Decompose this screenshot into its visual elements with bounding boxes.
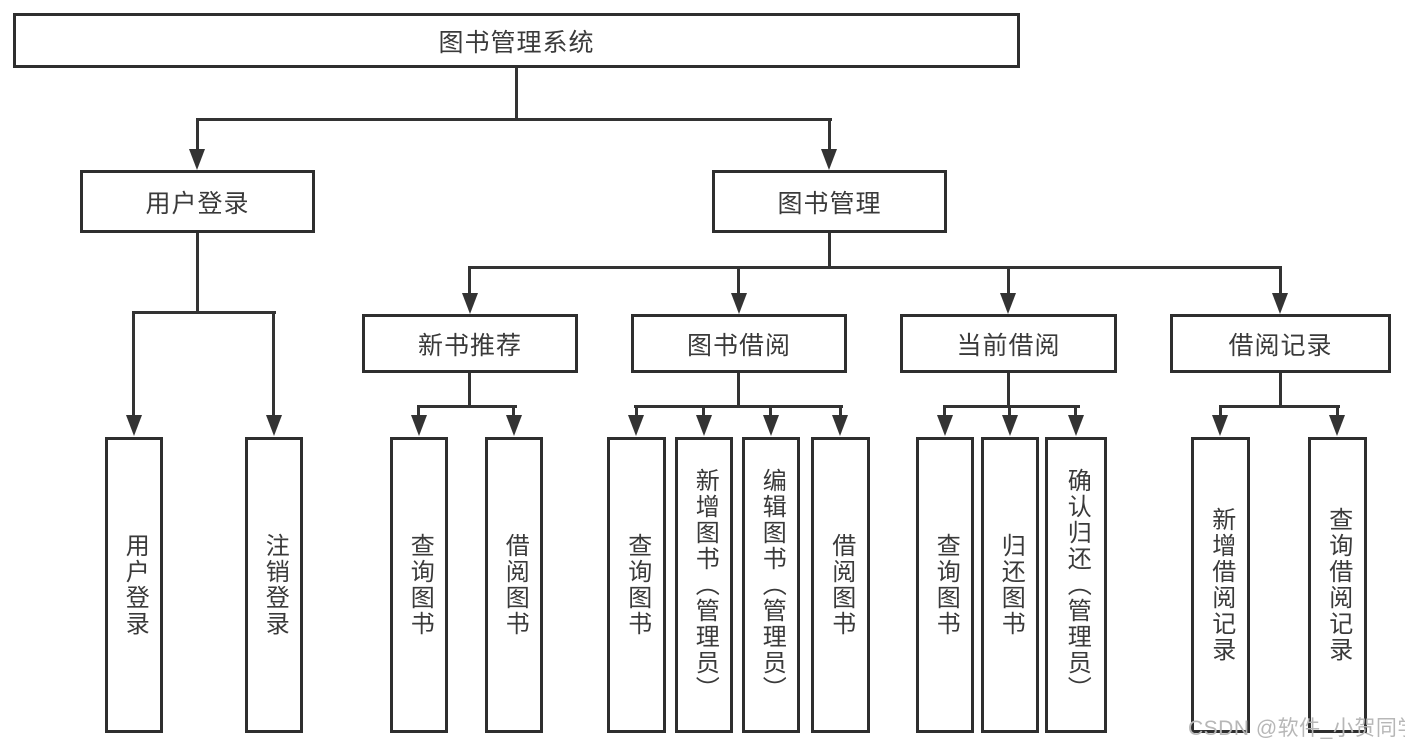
leaf-query-book-1-label: 查询图书 [406, 533, 434, 637]
leaf-add-book-admin: 新增图书（管理员） [675, 437, 733, 733]
connector-records-drop-2 [1336, 405, 1339, 417]
leaf-borrow-book-1: 借阅图书 [485, 437, 543, 733]
leaf-edit-book-admin-label: 编辑图书（管理员） [758, 468, 786, 702]
arrow-down-icon [462, 293, 478, 314]
connector-recommend-bus [417, 405, 517, 408]
connector-recommend-drop-1 [417, 405, 420, 417]
node-library-system-label: 图书管理系统 [438, 28, 595, 57]
connector-recommend-stem [468, 373, 471, 408]
node-book-management-label: 图书管理 [777, 189, 882, 218]
arrow-down-icon [696, 415, 712, 436]
arrow-down-icon [189, 149, 205, 170]
arrow-down-icon [937, 415, 953, 436]
leaf-logout-label: 注销登录 [261, 533, 289, 637]
leaf-query-book-2: 查询图书 [607, 437, 666, 733]
leaf-add-borrow-record: 新增借阅记录 [1191, 437, 1250, 733]
connector-current-drop-3 [1074, 405, 1077, 417]
arrow-down-icon [731, 293, 747, 314]
connector-records-stem [1279, 373, 1282, 408]
leaf-add-borrow-record-label: 新增借阅记录 [1207, 507, 1235, 663]
leaf-return-book: 归还图书 [981, 437, 1039, 733]
arrow-down-icon [506, 415, 522, 436]
node-borrow-records: 借阅记录 [1170, 314, 1391, 373]
leaf-user-login-label: 用户登录 [121, 533, 149, 637]
arrow-down-icon [266, 415, 282, 436]
connector-bookmgmt-drop-4 [1279, 266, 1282, 294]
connector-records-bus [1219, 405, 1340, 408]
node-book-management: 图书管理 [712, 170, 947, 233]
leaf-query-borrow-record: 查询借阅记录 [1308, 437, 1367, 733]
connector-borrow-drop-2 [702, 405, 705, 417]
leaf-query-book-1: 查询图书 [390, 437, 448, 733]
arrow-down-icon [1002, 415, 1018, 436]
connector-bookmgmt-bus [468, 266, 1282, 269]
leaf-logout: 注销登录 [245, 437, 303, 733]
connector-current-drop-2 [1008, 405, 1011, 417]
node-library-system: 图书管理系统 [13, 13, 1020, 68]
connector-current-drop-1 [943, 405, 946, 417]
connector-userlogin-drop-2 [272, 311, 275, 417]
leaf-edit-book-admin: 编辑图书（管理员） [742, 437, 800, 733]
arrow-down-icon [1329, 415, 1345, 436]
arrow-down-icon [1068, 415, 1084, 436]
node-borrow-records-label: 借阅记录 [1228, 331, 1333, 360]
leaf-query-book-3-label: 查询图书 [932, 533, 960, 637]
connector-bookmgmt-drop-1 [468, 266, 471, 294]
arrow-down-icon [832, 415, 848, 436]
leaf-add-book-admin-label: 新增图书（管理员） [691, 468, 719, 702]
node-new-book-recommend-label: 新书推荐 [417, 331, 522, 360]
connector-borrow-drop-3 [769, 405, 772, 417]
connector-recommend-drop-2 [512, 405, 515, 417]
leaf-borrow-book-2-label: 借阅图书 [827, 533, 855, 637]
connector-current-stem [1007, 373, 1010, 408]
connector-userlogin-stem [196, 233, 199, 313]
connector-borrow-bus [634, 405, 843, 408]
leaf-query-book-3: 查询图书 [916, 437, 974, 733]
node-current-borrow: 当前借阅 [900, 314, 1117, 373]
arrow-down-icon [411, 415, 427, 436]
leaf-query-borrow-record-label: 查询借阅记录 [1324, 507, 1352, 663]
connector-borrow-stem [737, 373, 740, 408]
connector-records-drop-1 [1219, 405, 1222, 417]
node-new-book-recommend: 新书推荐 [362, 314, 578, 373]
node-user-login: 用户登录 [80, 170, 315, 233]
connector-borrow-drop-1 [635, 405, 638, 417]
connector-borrow-drop-4 [839, 405, 842, 417]
arrow-down-icon [1000, 293, 1016, 314]
arrow-down-icon [628, 415, 644, 436]
arrow-down-icon [1272, 293, 1288, 314]
leaf-confirm-return-admin-label: 确认归还（管理员） [1063, 468, 1091, 702]
node-book-borrow: 图书借阅 [631, 314, 847, 373]
arrow-down-icon [821, 149, 837, 170]
connector-userlogin-drop-1 [132, 311, 135, 417]
leaf-query-book-2-label: 查询图书 [623, 533, 651, 637]
leaf-confirm-return-admin: 确认归还（管理员） [1045, 437, 1107, 733]
csdn-watermark: CSDN @软件_小贺同学 [1188, 717, 1405, 740]
arrow-down-icon [763, 415, 779, 436]
arrow-down-icon [1212, 415, 1228, 436]
leaf-borrow-book-1-label: 借阅图书 [501, 533, 529, 637]
connector-root-drop-left [196, 118, 199, 150]
connector-bookmgmt-drop-3 [1007, 266, 1010, 294]
connector-root-drop-right [828, 118, 831, 150]
connector-current-bus [943, 405, 1080, 408]
connector-userlogin-bus [132, 311, 276, 314]
leaf-user-login: 用户登录 [105, 437, 163, 733]
node-user-login-label: 用户登录 [145, 189, 250, 218]
connector-bookmgmt-drop-2 [737, 266, 740, 294]
connector-root-stem [515, 68, 518, 120]
connector-bookmgmt-stem [828, 233, 831, 268]
connector-root-bus [196, 118, 832, 121]
node-current-borrow-label: 当前借阅 [956, 331, 1061, 360]
arrow-down-icon [126, 415, 142, 436]
leaf-return-book-label: 归还图书 [997, 533, 1025, 637]
node-book-borrow-label: 图书借阅 [686, 331, 791, 360]
leaf-borrow-book-2: 借阅图书 [811, 437, 870, 733]
